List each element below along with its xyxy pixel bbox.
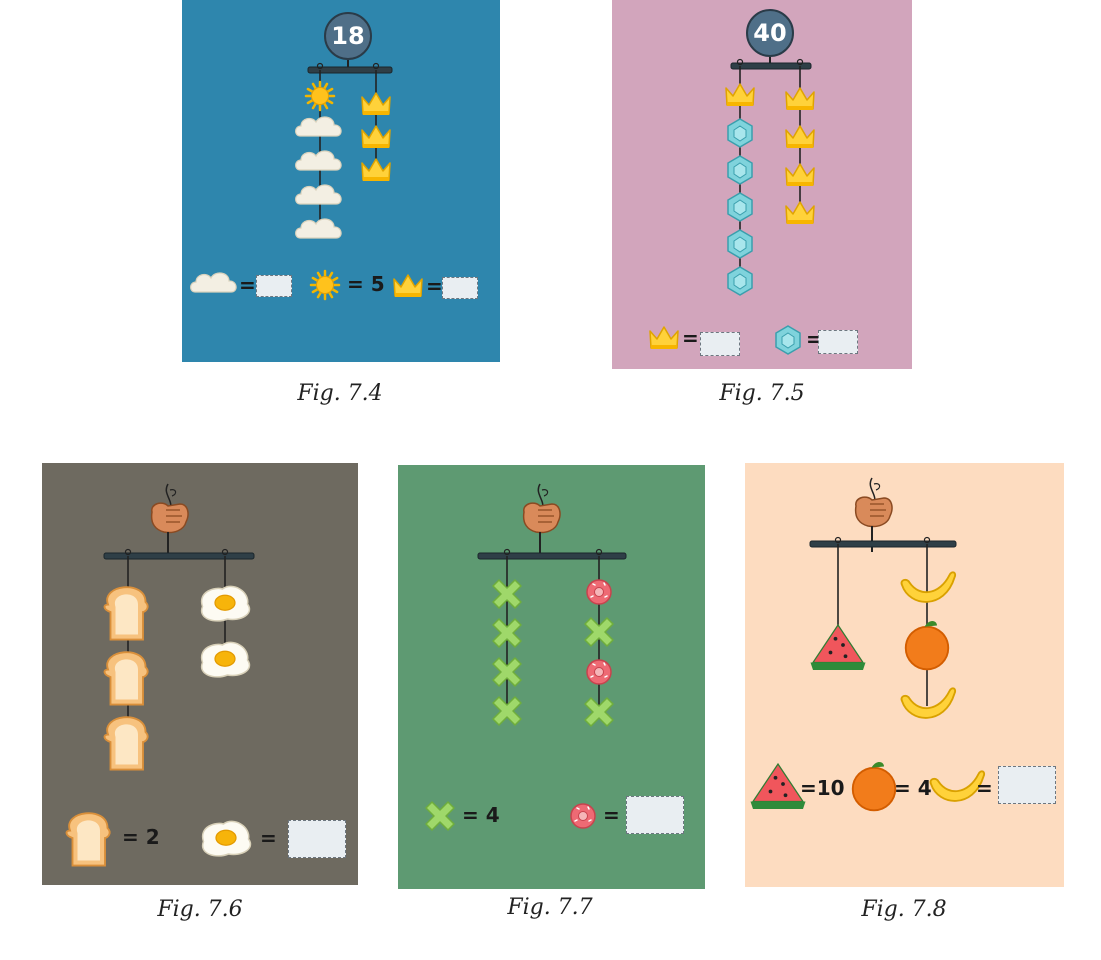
figure-caption: Fig. 7.6 [157, 897, 243, 922]
answer-box[interactable] [626, 796, 684, 834]
total-badge: 18 [324, 12, 372, 60]
equation-text: = 4 [462, 803, 500, 827]
figure-caption: Fig. 7.8 [861, 897, 947, 922]
equation-text: = [239, 273, 256, 297]
equation-text: = [976, 776, 993, 800]
figure-panel [182, 0, 500, 362]
equation-text: = 4 [894, 776, 932, 800]
answer-box[interactable] [700, 332, 740, 356]
figure-caption: Fig. 7.4 [297, 381, 383, 406]
equation-text: = [682, 326, 699, 350]
figure-caption: Fig. 7.7 [507, 895, 593, 920]
answer-box[interactable] [998, 766, 1056, 804]
equation-text: = [603, 803, 620, 827]
equation-text: = [426, 274, 443, 298]
answer-box[interactable] [442, 277, 478, 299]
figure-panel [745, 463, 1064, 887]
equation-text: = [260, 826, 277, 850]
equation-text: =10 [800, 776, 845, 800]
figure-caption: Fig. 7.5 [719, 381, 805, 406]
answer-box[interactable] [288, 820, 346, 858]
total-badge: 40 [746, 9, 794, 57]
equation-text: = 2 [122, 825, 160, 849]
figure-panel [612, 0, 912, 369]
equation-text: = 5 [347, 272, 385, 296]
answer-box[interactable] [256, 275, 292, 297]
answer-box[interactable] [818, 330, 858, 354]
